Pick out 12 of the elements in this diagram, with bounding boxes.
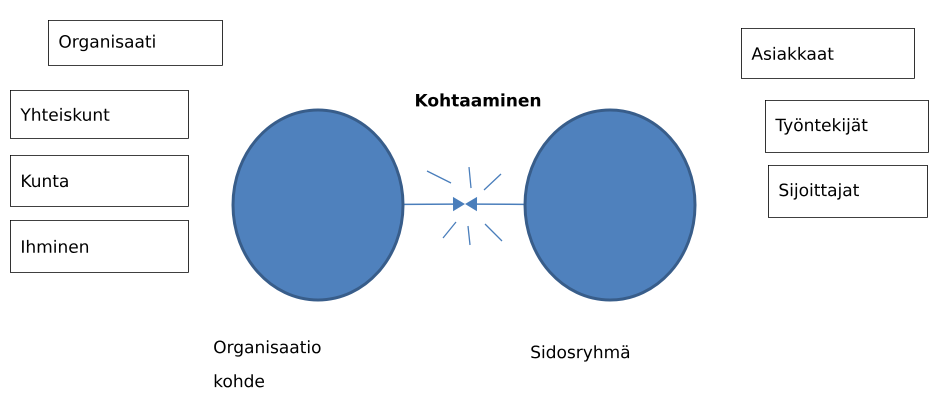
node-label: Sidosryhmä: [531, 345, 630, 362]
text-box: Asiakkaat: [741, 28, 915, 79]
text-box: Yhteiskunt: [10, 90, 189, 139]
text-box: Organisaati: [48, 20, 223, 66]
circle: [232, 108, 404, 302]
text-box: Kunta: [10, 155, 189, 207]
text-box: Sijoittajat: [768, 165, 928, 218]
heading: Kohtaaminen: [416, 93, 540, 107]
text-box: Ihminen: [10, 220, 189, 273]
node-label: Organisaatio kohde: [214, 340, 321, 388]
text-box: Työntekijät: [765, 100, 929, 153]
circle: [524, 108, 696, 302]
